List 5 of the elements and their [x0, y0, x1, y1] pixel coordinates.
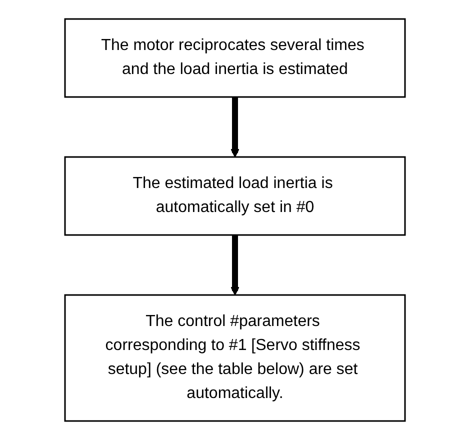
- node-box: The control #parameters corresponding to #1 [Servo stiffness setup] (see the table below) are set automatically.: [64, 294, 406, 422]
- arrow: [230, 96, 240, 157]
- node-box: The estimated load inertia is automatically set in #0: [64, 156, 406, 236]
- node-box: The motor reciprocates several times and the load inertia is estimated: [64, 18, 406, 98]
- arrow: [230, 234, 240, 295]
